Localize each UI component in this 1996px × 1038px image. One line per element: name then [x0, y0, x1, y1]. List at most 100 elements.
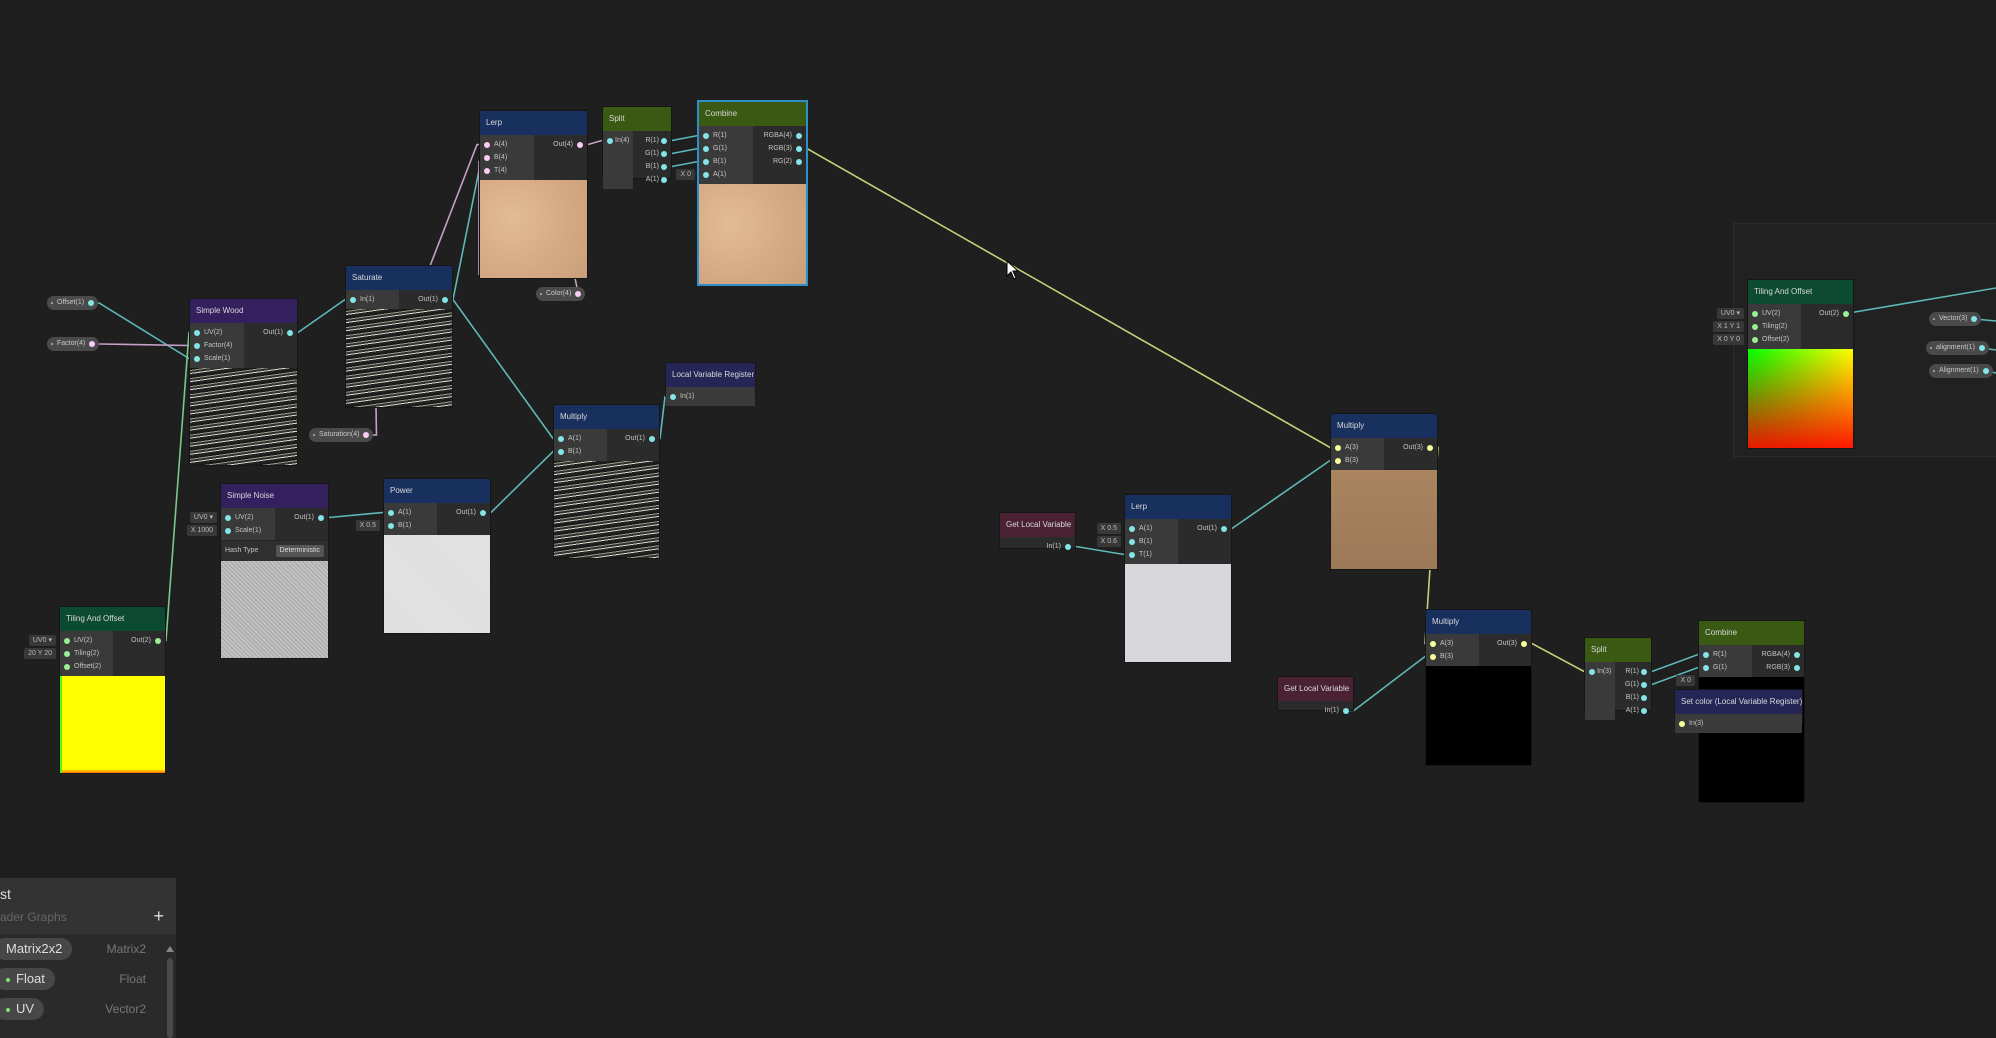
port-dot-icon[interactable] [558, 448, 564, 455]
wire[interactable] [1224, 459, 1338, 530]
port-dot-icon[interactable] [225, 514, 231, 521]
input-port[interactable]: B(1) [1125, 535, 1178, 548]
port-dot-icon[interactable] [1641, 707, 1647, 714]
property-node-color[interactable]: Color(4) [536, 287, 586, 301]
input-port[interactable]: T(4) [480, 164, 534, 177]
wire[interactable] [290, 298, 353, 334]
output-port[interactable]: G(1) [633, 147, 671, 160]
input-port[interactable]: B(1) [384, 519, 437, 532]
blackboard-scrollbar[interactable] [166, 946, 174, 1038]
input-port[interactable]: B(1) [554, 445, 607, 458]
output-port[interactable]: Out(3) [1479, 637, 1532, 650]
output-port[interactable]: A(1) [1615, 704, 1651, 717]
port-dot-icon[interactable] [484, 167, 490, 174]
property-chip[interactable]: Float [0, 968, 55, 990]
node-title[interactable]: Lerp [1125, 495, 1231, 519]
port-dot-icon[interactable] [1335, 457, 1341, 464]
node-title[interactable]: Multiply [1331, 414, 1437, 438]
port-dot-icon[interactable] [1679, 720, 1685, 727]
port-dot-icon[interactable] [225, 527, 231, 534]
node-title[interactable]: Local Variable Register [666, 363, 755, 387]
port-dot-icon[interactable] [194, 329, 200, 336]
wire[interactable] [799, 147, 1338, 449]
output-port[interactable]: Out(1) [437, 506, 490, 519]
node-title[interactable]: Saturate [346, 266, 452, 290]
input-port[interactable]: Scale(1) [190, 352, 244, 365]
wire[interactable] [429, 143, 487, 267]
node-title[interactable]: Tiling And Offset [60, 607, 165, 631]
port-dot-icon[interactable] [577, 141, 583, 148]
port-dot-icon[interactable] [796, 158, 802, 165]
input-port[interactable]: A(3) [1426, 637, 1479, 650]
port-dot-icon[interactable] [1430, 640, 1436, 647]
port-dot-icon[interactable] [363, 432, 370, 438]
output-port[interactable]: RGB(3) [753, 142, 807, 155]
output-port[interactable]: RG(2) [753, 155, 807, 168]
input-port[interactable]: G(1) [699, 142, 753, 155]
output-port[interactable]: In(1) [1278, 704, 1353, 717]
node-title[interactable]: Split [603, 107, 671, 131]
property-node-alignment_b[interactable]: Alignment(1) [1929, 364, 1993, 378]
output-port[interactable]: Out(1) [399, 293, 452, 306]
input-port[interactable]: A(1) [699, 168, 753, 181]
inline-value-field[interactable]: X 0.5 [1096, 523, 1121, 534]
port-dot-icon[interactable] [661, 137, 667, 144]
port-dot-icon[interactable] [796, 145, 802, 152]
input-port[interactable]: Offset(2) [1748, 333, 1801, 346]
input-port[interactable]: Offset(2) [60, 660, 113, 673]
input-port[interactable]: B(4) [480, 151, 534, 164]
input-port[interactable]: Scale(1) [221, 524, 275, 537]
input-port[interactable]: In(4) [603, 134, 629, 147]
wire[interactable] [445, 298, 561, 440]
input-port[interactable]: T(1) [1125, 548, 1178, 561]
port-dot-icon[interactable] [703, 158, 709, 165]
port-dot-icon[interactable] [350, 296, 356, 303]
port-dot-icon[interactable] [661, 176, 667, 183]
input-port[interactable]: B(3) [1426, 650, 1479, 663]
output-port[interactable]: Out(4) [534, 138, 588, 151]
wire[interactable] [1644, 666, 1706, 686]
wire[interactable] [483, 450, 561, 514]
port-dot-icon[interactable] [1794, 664, 1800, 671]
inline-value-field[interactable]: X 0.5 [355, 520, 380, 531]
input-port[interactable]: A(1) [1125, 522, 1178, 535]
input-port[interactable]: A(3) [1331, 441, 1384, 454]
port-dot-icon[interactable] [1703, 651, 1709, 658]
blackboard-item[interactable]: Float Float [0, 964, 176, 994]
port-dot-icon[interactable] [575, 291, 582, 297]
input-port[interactable]: In(1) [666, 390, 755, 403]
blackboard-item[interactable]: UV Vector2 [0, 994, 176, 1024]
hash-type-dropdown[interactable]: Deterministic [275, 545, 324, 557]
scroll-up-arrow-icon[interactable] [166, 946, 174, 952]
output-port[interactable]: Out(3) [1384, 441, 1437, 454]
input-port[interactable]: UV(2) [60, 634, 113, 647]
port-dot-icon[interactable] [64, 650, 70, 657]
property-node-vector[interactable]: Vector(3) [1929, 312, 1982, 326]
input-port[interactable]: B(1) [699, 155, 753, 168]
node-setcolor[interactable]: Set color (Local Variable Register)In(3) [1675, 690, 1802, 733]
wire[interactable] [92, 343, 197, 347]
node-title[interactable]: Get Local Variable [1000, 513, 1075, 537]
port-dot-icon[interactable] [1343, 707, 1349, 714]
port-dot-icon[interactable] [1641, 694, 1647, 701]
input-port[interactable]: Tiling(2) [1748, 320, 1801, 333]
input-port[interactable]: In(3) [1585, 665, 1611, 678]
input-port[interactable]: A(1) [384, 506, 437, 519]
port-dot-icon[interactable] [194, 342, 200, 349]
node-title[interactable]: Tiling And Offset [1748, 280, 1853, 304]
port-dot-icon[interactable] [1794, 651, 1800, 658]
port-dot-icon[interactable] [194, 355, 200, 362]
output-port[interactable]: A(1) [633, 173, 671, 186]
input-port[interactable]: G(1) [1699, 661, 1752, 674]
port-dot-icon[interactable] [703, 132, 709, 139]
input-port[interactable]: A(4) [480, 138, 534, 151]
port-dot-icon[interactable] [484, 141, 490, 148]
